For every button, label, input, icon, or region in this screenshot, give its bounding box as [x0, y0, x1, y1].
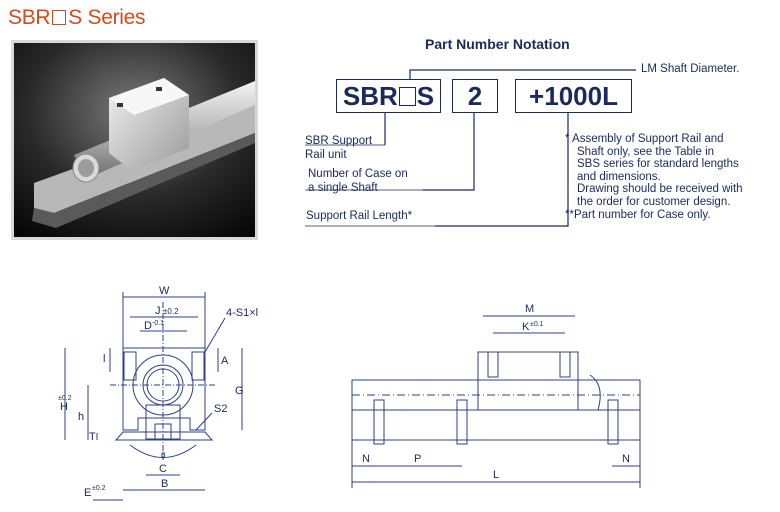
dim-J: J	[155, 305, 161, 317]
dim-N-left: N	[362, 453, 370, 465]
dim-D-tolerance: -0.1	[152, 320, 164, 327]
dim-K-tolerance: ±0.1	[530, 321, 544, 328]
dim-J-tolerance: ±0.2	[163, 307, 179, 316]
dim-l: l	[103, 353, 105, 365]
dim-C: C	[159, 463, 167, 475]
dim-P: P	[414, 453, 421, 465]
part-number-heading: Part Number Notation	[425, 36, 570, 52]
dim-h: h	[78, 411, 84, 423]
dim-A: A	[221, 355, 229, 367]
dim-H-tolerance: ±0.2	[58, 395, 72, 402]
dim-E: E	[84, 487, 91, 499]
case-count-box: 2	[452, 79, 498, 113]
front-view-drawing	[64, 292, 243, 501]
product-photo	[11, 40, 258, 240]
dim-E-tolerance: ±0.2	[92, 485, 106, 492]
dim-H: H	[60, 401, 68, 413]
dim-D: D	[144, 320, 152, 332]
dim-W: W	[159, 285, 170, 297]
label-support-rail-length: Support Rail Length*	[306, 210, 413, 222]
dim-L: L	[493, 469, 499, 481]
dim-M: M	[525, 303, 534, 315]
side-view-drawing	[351, 315, 641, 488]
rail-length-box: +1000L	[515, 79, 632, 113]
assembly-notes: * Assembly of Support Rail and Shaft onl…	[565, 133, 743, 221]
dim-S2: S2	[214, 403, 227, 415]
dim-K: K	[522, 321, 530, 333]
dim-S1: 4-S1×l	[226, 307, 258, 319]
placeholder-square-icon	[52, 10, 67, 25]
dim-T: T	[89, 431, 96, 443]
dim-B: B	[161, 478, 168, 490]
dim-N-right: N	[622, 453, 630, 465]
dim-G: G	[235, 385, 244, 397]
dim-theta: θ	[161, 451, 166, 460]
placeholder-square-icon	[398, 87, 416, 106]
label-shaft-diameter: LM Shaft Diameter.	[641, 63, 740, 75]
